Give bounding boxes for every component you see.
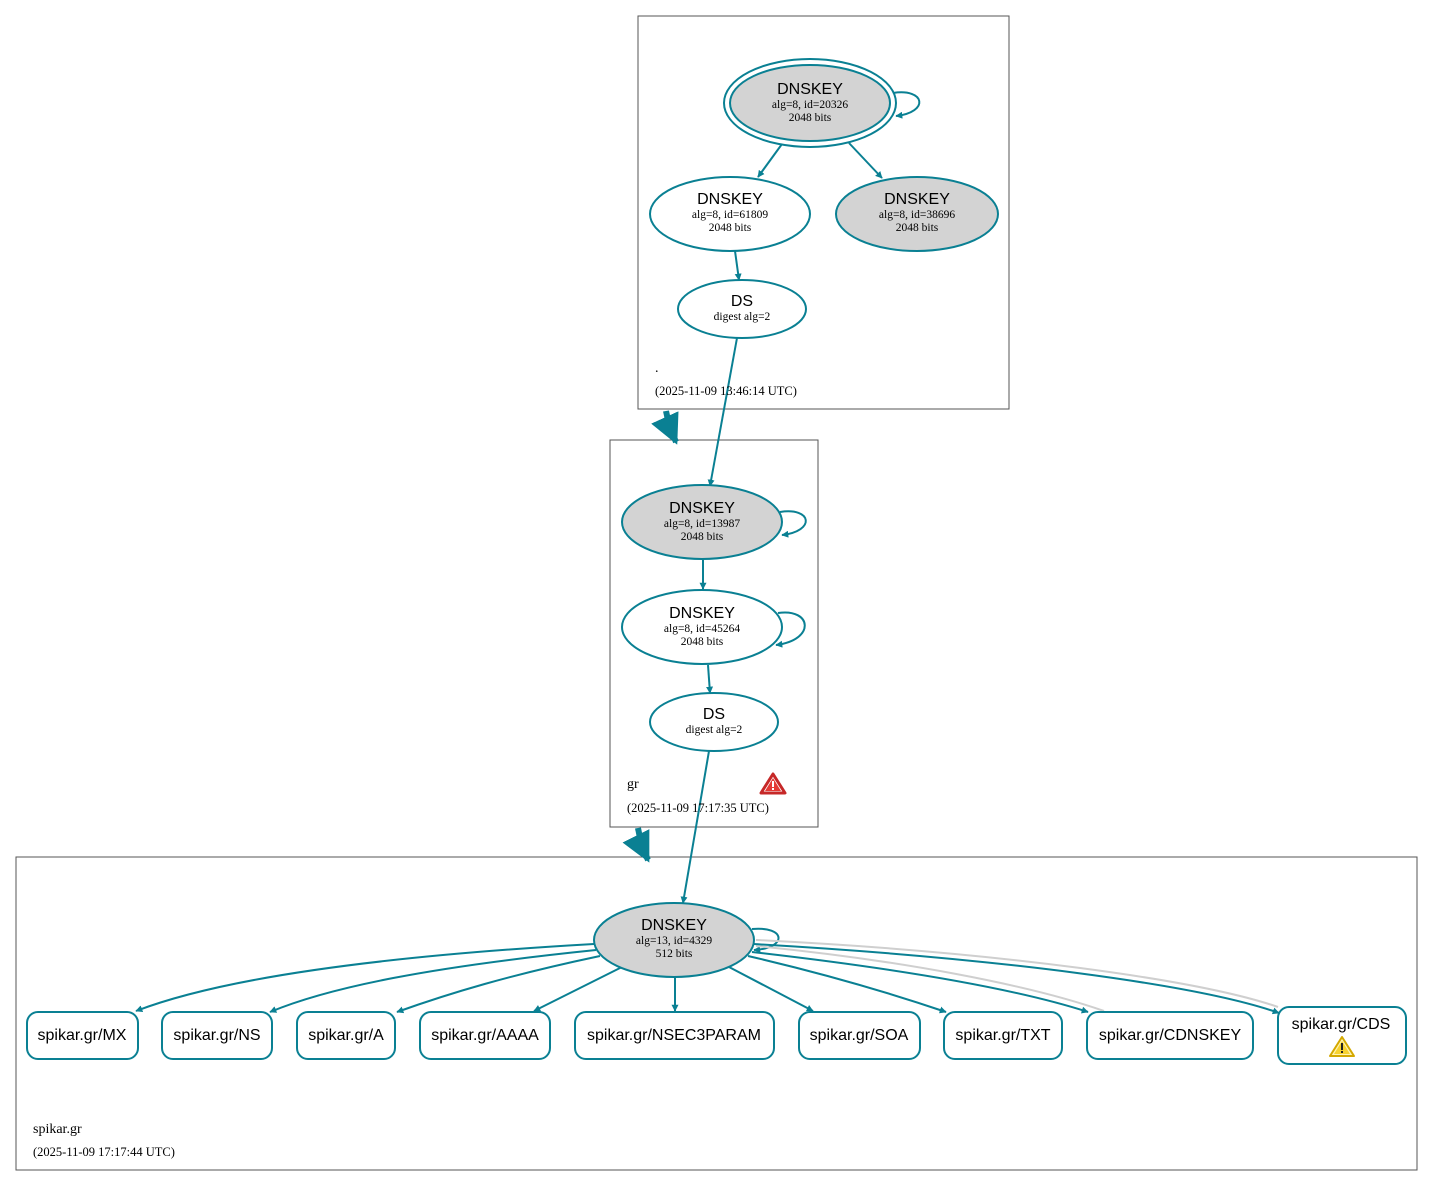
rrset-node-nsec3param[interactable]: spikar.gr/NSEC3PARAM (574, 1011, 775, 1060)
dnskey-node-gr-zsk[interactable]: DNSKEY alg=8, id=45264 2048 bits (621, 589, 783, 665)
node-alg-id: alg=8, id=45264 (664, 623, 740, 635)
zone-timestamp-spikar: (2025-11-09 17:17:44 UTC) (33, 1145, 175, 1159)
node-alg-id: alg=8, id=20326 (772, 99, 848, 111)
zone-gr (609, 439, 819, 828)
node-title: DS (703, 706, 725, 723)
zone-timestamp-gr: (2025-11-09 17:17:35 UTC) (627, 801, 769, 815)
node-alg-id: alg=8, id=38696 (879, 209, 955, 221)
dnskey-node-gr-ksk[interactable]: DNSKEY alg=8, id=13987 2048 bits (621, 484, 783, 560)
node-alg-id: alg=8, id=13987 (664, 518, 740, 530)
node-digest: digest alg=2 (686, 724, 743, 736)
zone-spikar (15, 856, 1418, 1171)
edge-root-ksk-zsk (757, 143, 783, 178)
node-alg-id: alg=13, id=4329 (636, 935, 712, 947)
rrset-label: spikar.gr/TXT (955, 1027, 1050, 1044)
node-alg-id: alg=8, id=61809 (692, 209, 768, 221)
edge-key-txt (747, 955, 947, 1014)
rrset-node-aaaa[interactable]: spikar.gr/AAAA (419, 1011, 551, 1060)
warning-icon (1329, 1036, 1355, 1057)
edge-key-aaaa (533, 966, 623, 1012)
edge-key-cds (752, 943, 1280, 1015)
dnskey-node-root-key3[interactable]: DNSKEY alg=8, id=38696 2048 bits (835, 176, 999, 252)
edge-key-cdnskey-grey (755, 945, 1105, 1012)
edge-gr-ds-spikar-key (680, 750, 710, 904)
rrset-node-cds[interactable]: spikar.gr/CDS (1277, 1006, 1407, 1065)
zone-name-root: . (655, 361, 659, 376)
zone-name-gr: gr (627, 777, 639, 792)
rrset-label: spikar.gr/AAAA (431, 1027, 539, 1044)
edge-root-zsk-ds (734, 250, 742, 281)
error-icon (759, 772, 787, 795)
self-sign-edge-root-ksk (892, 91, 921, 119)
edge-key-cds-grey (755, 939, 1279, 1008)
delegation-arrow-root-gr (651, 410, 679, 445)
edge-key-soa (728, 966, 814, 1012)
self-sign-edge-gr-ksk (779, 510, 807, 538)
self-sign-edge-spikar-key (751, 927, 780, 954)
edge-key-mx (135, 943, 595, 1013)
rrset-node-txt[interactable]: spikar.gr/TXT (943, 1011, 1063, 1060)
node-bits: 2048 bits (709, 222, 752, 234)
rrset-node-soa[interactable]: spikar.gr/SOA (798, 1011, 921, 1060)
zone-name-spikar: spikar.gr (33, 1122, 82, 1137)
rrset-label: spikar.gr/CDS (1292, 1016, 1391, 1033)
node-title: DS (731, 293, 753, 310)
rrset-node-mx[interactable]: spikar.gr/MX (26, 1011, 139, 1060)
delegation-arrow-gr-spikar (622, 827, 651, 863)
node-title: DNSKEY (641, 917, 707, 934)
dnskey-node-spikar[interactable]: DNSKEY alg=13, id=4329 512 bits (593, 902, 755, 978)
node-digest: digest alg=2 (714, 311, 771, 323)
node-bits: 2048 bits (681, 636, 724, 648)
node-bits: 2048 bits (681, 531, 724, 543)
ds-node-root[interactable]: DS digest alg=2 (677, 279, 807, 339)
rrset-label: spikar.gr/CDNSKEY (1099, 1027, 1242, 1044)
rrset-label: spikar.gr/NSEC3PARAM (587, 1027, 761, 1044)
rrset-node-a[interactable]: spikar.gr/A (296, 1011, 396, 1060)
node-title: DNSKEY (669, 500, 735, 517)
edge-root-ds-gr-ksk (707, 337, 738, 487)
rrset-node-cdnskey[interactable]: spikar.gr/CDNSKEY (1086, 1011, 1254, 1060)
edge-key-ns (269, 949, 597, 1013)
node-bits: 512 bits (656, 948, 693, 960)
node-title: DNSKEY (884, 191, 950, 208)
node-title: DNSKEY (777, 81, 843, 98)
rrset-label: spikar.gr/MX (38, 1027, 127, 1044)
node-bits: 2048 bits (896, 222, 939, 234)
edge-key-cdnskey (751, 951, 1089, 1014)
ds-node-gr[interactable]: DS digest alg=2 (649, 692, 779, 752)
rrset-label: spikar.gr/SOA (810, 1027, 909, 1044)
rrset-node-ns[interactable]: spikar.gr/NS (161, 1011, 273, 1060)
dnskey-node-root-zsk[interactable]: DNSKEY alg=8, id=61809 2048 bits (649, 176, 811, 252)
zone-timestamp-root: (2025-11-09 13:46:14 UTC) (655, 384, 797, 398)
zone-root (637, 15, 1010, 410)
dnskey-node-root-ksk[interactable]: DNSKEY alg=8, id=20326 2048 bits (723, 58, 897, 148)
rrset-label: spikar.gr/A (308, 1027, 384, 1044)
edge-root-ksk-key3 (848, 142, 883, 179)
node-bits: 2048 bits (789, 112, 832, 124)
edge-key-a (396, 955, 601, 1014)
edge-gr-zsk-ds (706, 664, 714, 694)
rrset-label: spikar.gr/NS (173, 1027, 260, 1044)
node-title: DNSKEY (697, 191, 763, 208)
node-title: DNSKEY (669, 605, 735, 622)
self-sign-edge-gr-zsk (775, 611, 806, 648)
